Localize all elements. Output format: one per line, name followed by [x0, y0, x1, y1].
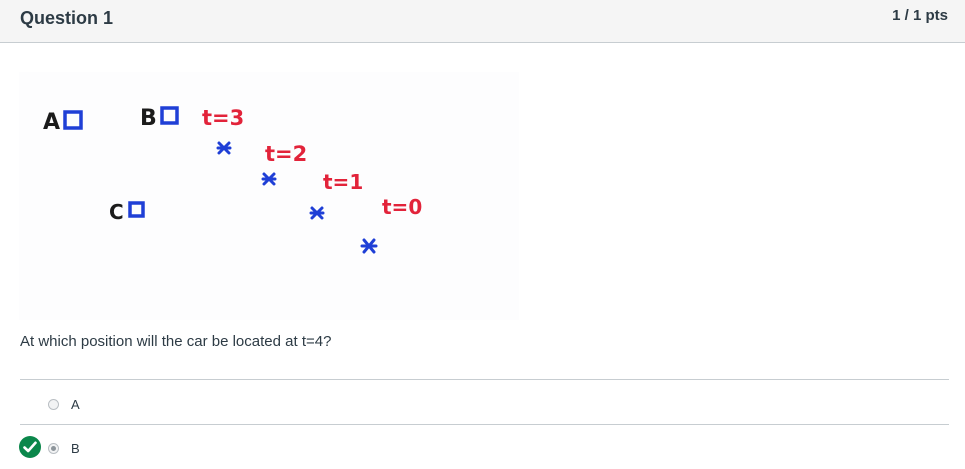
question-figure: A B C t=3 t=2 t=1 t=0 [19, 72, 519, 320]
car-position-t1-marker [309, 206, 325, 220]
time-label-t1: t=1 [323, 170, 363, 194]
answer-b-radio[interactable] [48, 442, 59, 454]
position-a-label: A [43, 110, 60, 135]
correct-answer-badge [19, 436, 41, 458]
car-position-t3-marker [216, 141, 232, 155]
question-header: Question 1 1 / 1 pts [0, 0, 965, 43]
answers-divider [20, 424, 949, 425]
answer-option-a[interactable]: A [48, 394, 80, 414]
answers-top-divider [20, 379, 949, 380]
answer-b-label: B [71, 440, 80, 456]
position-diagram: A B C t=3 t=2 t=1 t=0 [43, 106, 422, 254]
answer-a-radio[interactable] [48, 398, 59, 410]
car-position-t0-marker [360, 238, 378, 254]
car-position-t2-marker [261, 172, 277, 186]
question-title: Question 1 [20, 8, 114, 28]
time-label-t2: t=2 [265, 142, 307, 166]
position-c-label: C [109, 200, 124, 224]
position-c-marker [128, 201, 145, 218]
position-b-marker [160, 106, 179, 125]
answer-option-b[interactable]: B [48, 438, 80, 458]
position-b-label: B [140, 106, 157, 131]
answer-a-label: A [71, 396, 80, 412]
position-a-marker [63, 110, 83, 130]
question-points: 1 / 1 pts [892, 7, 948, 24]
time-label-t3: t=3 [202, 106, 244, 130]
time-label-t0: t=0 [382, 195, 422, 219]
checkmark-icon [23, 441, 37, 453]
question-text: At which position will the car be locate… [20, 333, 332, 350]
